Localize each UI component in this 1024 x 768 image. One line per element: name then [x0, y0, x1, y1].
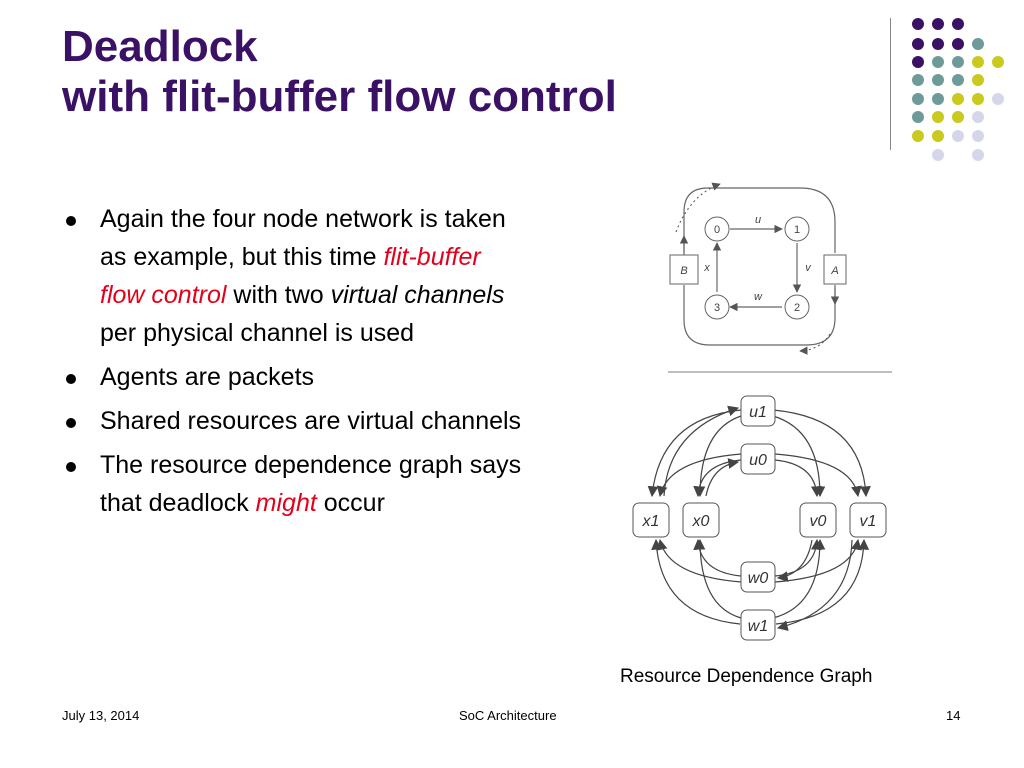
graph-node-label: w0 [748, 570, 769, 587]
decor-dot [992, 56, 1004, 68]
network-node-label: 3 [714, 302, 720, 314]
network-node-label: 0 [714, 224, 720, 236]
italic-text: virtual channels [330, 281, 505, 309]
bullet-item: Again the four node network is taken as … [62, 200, 522, 352]
graph-node [740, 395, 776, 427]
graph-node-label: u0 [749, 452, 767, 469]
decor-dot [972, 149, 984, 161]
channel-label: w [754, 291, 763, 303]
bullet-item: Shared resources are virtual channels [62, 402, 522, 440]
decor-dot [932, 74, 944, 86]
decor-dot [952, 74, 964, 86]
figure-caption: Resource Dependence Graph [620, 666, 873, 687]
graph-node [740, 609, 776, 641]
channel-label: v [805, 262, 812, 274]
channel-label: x [703, 262, 710, 274]
decor-dot [952, 111, 964, 123]
agent-label: A [830, 265, 838, 277]
bullet-list: Again the four node network is taken as … [62, 200, 522, 528]
bullet-item: The resource dependence graph says that … [62, 446, 522, 522]
graph-node-label: x1 [642, 513, 660, 530]
graph-node-label: v1 [860, 513, 877, 530]
decor-dot [952, 38, 964, 50]
graph-node-label: u1 [749, 404, 767, 421]
decor-dot [912, 38, 924, 50]
network-node-label: 1 [794, 224, 800, 236]
graph-node [799, 502, 837, 538]
decor-dot [952, 93, 964, 105]
decor-dot [952, 56, 964, 68]
graph-node [682, 502, 720, 538]
footer-date: July 13, 2014 [62, 708, 140, 723]
network-node [784, 216, 810, 242]
decor-dot [932, 130, 944, 142]
graph-node-label: x0 [692, 513, 710, 530]
page-number: 14 [946, 708, 961, 723]
network-node [704, 216, 730, 242]
title-line-2: with flit-buffer flow control [62, 72, 617, 121]
decor-dot [972, 93, 984, 105]
decor-dot [912, 56, 924, 68]
decor-dot [912, 130, 924, 142]
agent-box [823, 254, 847, 285]
network-node [704, 294, 730, 320]
decor-dot [992, 93, 1004, 105]
channel-label: u [755, 214, 761, 226]
emphasis-text: might [255, 489, 317, 517]
graph-node-label: w1 [748, 618, 768, 635]
decor-dot [912, 93, 924, 105]
graph-node-label: v0 [810, 513, 827, 530]
decor-dot [972, 74, 984, 86]
decor-dot [972, 130, 984, 142]
decor-dot [952, 18, 964, 30]
decor-dot-grid [912, 18, 1004, 161]
decor-dot [912, 18, 924, 30]
title-line-1: Deadlock [62, 22, 258, 71]
agent-label: B [680, 265, 687, 277]
decor-dot [932, 56, 944, 68]
slide-title: Deadlock with flit-buffer flow control [62, 22, 617, 122]
decor-dot [932, 38, 944, 50]
decor-dot [952, 130, 964, 142]
network-node [784, 294, 810, 320]
decor-dot [932, 111, 944, 123]
graph-node [740, 443, 776, 475]
agent-box [669, 254, 699, 285]
decor-dot [932, 149, 944, 161]
decor-dot [932, 93, 944, 105]
decor-dot [972, 111, 984, 123]
network-diagram [675, 182, 840, 355]
decor-divider [890, 18, 891, 150]
resource-graph-edges [647, 405, 871, 631]
decor-dot [932, 18, 944, 30]
decor-dot [972, 38, 984, 50]
footer-title: SoC Architecture [459, 708, 557, 723]
decor-dot [912, 74, 924, 86]
decor-dot [912, 111, 924, 123]
graph-node [740, 561, 776, 593]
network-node-label: 2 [794, 302, 800, 314]
graph-node [849, 502, 887, 538]
decor-dot [972, 56, 984, 68]
emphasis-text: flit-buffer flow control [100, 243, 481, 309]
diagrams: 0 1 2 3 u v w x A B [632, 182, 892, 641]
bullet-item: Agents are packets [62, 358, 522, 396]
graph-node [632, 502, 670, 538]
